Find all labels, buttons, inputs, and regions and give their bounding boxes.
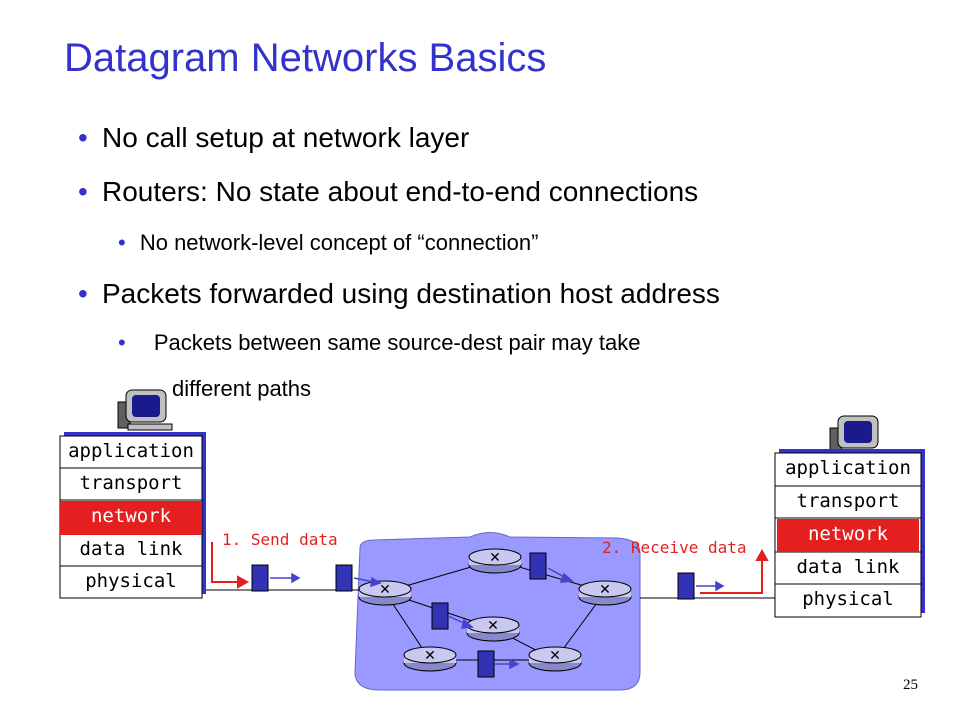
layer-physical: physical bbox=[802, 588, 894, 610]
packet-icon bbox=[677, 572, 695, 600]
layer-network: network bbox=[777, 519, 919, 552]
slide-title: Datagram Networks Basics bbox=[64, 36, 547, 80]
page-number: 25 bbox=[903, 677, 918, 693]
router-icon-4: ✕ bbox=[466, 616, 520, 642]
receive-arrow bbox=[700, 560, 763, 594]
receive-arrow-head bbox=[755, 548, 769, 561]
bullet-dot: • bbox=[78, 278, 88, 309]
packet-icon bbox=[251, 564, 269, 592]
svg-text:✕: ✕ bbox=[424, 648, 436, 664]
layer-network: network bbox=[60, 501, 202, 535]
router-icon-1: ✕ bbox=[358, 580, 412, 606]
sub-bullet-2-1: • No network-level concept of “connectio… bbox=[118, 230, 538, 256]
sub-bullet-3-continuation: different paths bbox=[172, 376, 312, 401]
flow-arrow bbox=[353, 577, 375, 583]
flow-arrow-head bbox=[461, 618, 474, 629]
receive-data-label: 2. Receive data bbox=[602, 538, 747, 557]
sub-bullet-3-1-text: Packets between same source-dest pair ma… bbox=[153, 330, 641, 355]
layer-transport: transport bbox=[79, 472, 183, 494]
flow-arrow-head bbox=[370, 576, 382, 588]
layer-application: application bbox=[785, 457, 911, 479]
router-icon-2: ✕ bbox=[468, 548, 522, 574]
bullet-dot: • bbox=[118, 330, 126, 355]
layer-data-link: data link bbox=[796, 556, 900, 578]
svg-text:✕: ✕ bbox=[489, 550, 501, 566]
packet-icon bbox=[431, 602, 449, 630]
router-icon-5: ✕ bbox=[403, 646, 457, 672]
svg-text:✕: ✕ bbox=[487, 618, 499, 634]
bullet-dot: • bbox=[78, 176, 88, 207]
svg-text:✕: ✕ bbox=[599, 582, 611, 598]
bullet-2-text: Routers: No state about end-to-end conne… bbox=[102, 176, 699, 207]
layer-physical: physical bbox=[85, 570, 177, 592]
packets bbox=[251, 552, 695, 678]
bullet-dot: • bbox=[78, 122, 88, 153]
packet-icon bbox=[529, 552, 547, 580]
flow-arrow-head bbox=[291, 572, 301, 584]
sub-bullet-2-1-text: No network-level concept of “connection” bbox=[139, 230, 539, 255]
computer-icon-right bbox=[829, 415, 885, 457]
send-arrow-head bbox=[237, 575, 250, 589]
router-icon-6: ✕ bbox=[528, 646, 582, 672]
layer-transport: transport bbox=[796, 490, 900, 512]
router-icon-3: ✕ bbox=[578, 580, 632, 606]
bullet-1-text: No call setup at network layer bbox=[102, 122, 470, 153]
sub-bullet-3-1: • Packets between same source-dest pair … bbox=[118, 330, 641, 356]
send-arrow bbox=[211, 542, 238, 583]
packet-icon bbox=[477, 650, 495, 678]
layer-application: application bbox=[68, 440, 194, 462]
svg-text:✕: ✕ bbox=[549, 648, 561, 664]
svg-text:✕: ✕ bbox=[379, 582, 391, 598]
computer-icon-left bbox=[117, 389, 173, 431]
flow-arrow-head bbox=[509, 658, 520, 670]
send-data-label: 1. Send data bbox=[222, 530, 338, 549]
bullet-dot: • bbox=[118, 230, 126, 255]
flow-arrow-head bbox=[559, 572, 574, 583]
layer-data-link: data link bbox=[79, 538, 183, 560]
packet-icon bbox=[335, 564, 353, 592]
flow-arrow-head bbox=[715, 580, 725, 592]
bullet-3-text: Packets forwarded using destination host… bbox=[102, 278, 720, 309]
